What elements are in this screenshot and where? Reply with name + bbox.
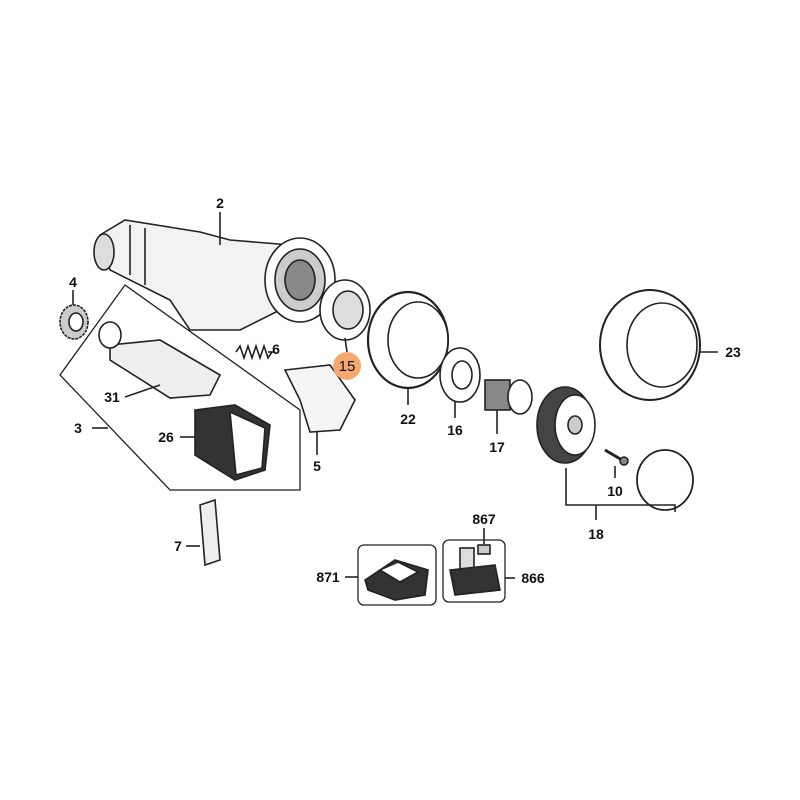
part-18-clutch-assembly[interactable] bbox=[536, 386, 694, 520]
part-17-spindle[interactable] bbox=[484, 379, 533, 434]
part-31-circuit-board[interactable] bbox=[98, 321, 222, 399]
callout-22[interactable]: 22 bbox=[400, 411, 416, 427]
part-6-spring[interactable] bbox=[235, 343, 275, 361]
callout-18[interactable]: 18 bbox=[588, 526, 604, 542]
part-10-screw[interactable] bbox=[604, 448, 629, 478]
part-15-washer[interactable] bbox=[319, 279, 371, 353]
callout-871[interactable]: 871 bbox=[316, 569, 340, 585]
callout-2[interactable]: 2 bbox=[216, 195, 224, 211]
part-5-lever[interactable] bbox=[283, 364, 356, 455]
callout-10[interactable]: 10 bbox=[607, 483, 623, 499]
callout-867[interactable]: 867 bbox=[472, 511, 496, 527]
part-871-charger[interactable] bbox=[345, 544, 437, 606]
callout-5[interactable]: 5 bbox=[313, 458, 321, 474]
callout-866[interactable]: 866 bbox=[521, 570, 545, 586]
callout-7[interactable]: 7 bbox=[174, 538, 182, 554]
part-866-battery[interactable] bbox=[442, 528, 515, 603]
part-7-slider[interactable] bbox=[186, 498, 221, 567]
callout-15-highlighted[interactable]: 15 bbox=[333, 352, 361, 380]
part-22-ring[interactable] bbox=[366, 290, 450, 405]
callout-31[interactable]: 31 bbox=[104, 389, 120, 405]
callout-26[interactable]: 26 bbox=[158, 429, 174, 445]
callout-16[interactable]: 16 bbox=[447, 422, 463, 438]
part-3-group-outline bbox=[59, 284, 301, 491]
part-16-washer[interactable] bbox=[439, 347, 481, 418]
callout-3[interactable]: 3 bbox=[74, 420, 82, 436]
part-2-motor-housing[interactable] bbox=[93, 212, 336, 331]
part-23-collar[interactable] bbox=[599, 289, 718, 401]
callout-23[interactable]: 23 bbox=[725, 344, 741, 360]
part-26-switch[interactable] bbox=[180, 404, 271, 481]
callout-17[interactable]: 17 bbox=[489, 439, 505, 455]
part-4-gear[interactable] bbox=[59, 290, 89, 340]
callout-4[interactable]: 4 bbox=[69, 274, 77, 290]
callout-6[interactable]: 6 bbox=[272, 341, 280, 357]
